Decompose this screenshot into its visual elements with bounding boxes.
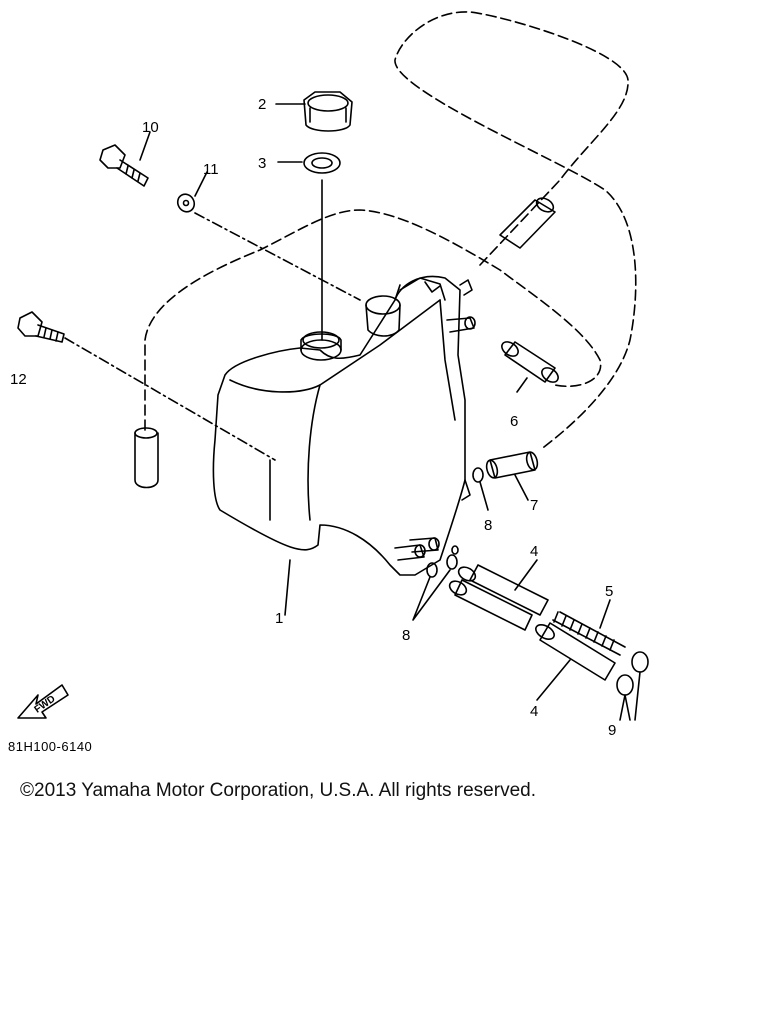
leader-8a [479, 481, 489, 511]
callout-11: 11 [203, 161, 219, 178]
callout-4b: 4 [530, 703, 538, 720]
leader-6 [516, 377, 528, 393]
hose-upper-piece [499, 197, 556, 249]
leader-11b [194, 171, 208, 197]
leader-5 [599, 599, 611, 629]
leader-4a [514, 559, 538, 591]
leader-7 [514, 474, 529, 501]
part-3-gasket [303, 152, 341, 174]
part-8-clips [426, 467, 484, 578]
part-10-bolt [99, 144, 149, 187]
part-2-cap [303, 91, 353, 132]
callout-8a: 8 [484, 517, 492, 534]
callout-6: 6 [510, 413, 518, 430]
part-5-spring [552, 611, 626, 656]
callout-7: 7 [530, 497, 538, 514]
hose-loop-upper [394, 11, 637, 451]
leader-11 [194, 212, 361, 301]
part-11-washer [176, 193, 196, 213]
callout-4a: 4 [530, 543, 538, 560]
callout-9: 9 [608, 722, 616, 739]
callout-10: 10 [142, 119, 159, 136]
copyright-text: ©2013 Yamaha Motor Corporation, U.S.A. A… [20, 780, 536, 801]
part-6-hose [501, 341, 559, 383]
parts-diagram: 1 2 3 4 4 5 6 7 8 8 9 10 11 12 FWD [10, 11, 649, 739]
fwd-arrow-icon [17, 684, 69, 719]
hose-left [134, 427, 159, 489]
leader-12 [64, 337, 276, 461]
leader-8b [412, 569, 451, 621]
part-9-clips [616, 651, 649, 721]
callout-2: 2 [258, 96, 266, 113]
callout-12: 12 [10, 371, 27, 388]
callout-1: 1 [275, 610, 283, 627]
part-12-bolt [17, 311, 65, 343]
part-4-hose-lower [535, 622, 616, 681]
part-7-hose [485, 451, 539, 479]
oil-tank [212, 275, 476, 576]
hose-loop-back [144, 209, 602, 431]
part-code: 81H100-6140 [8, 739, 93, 754]
callout-5: 5 [605, 583, 613, 600]
leader-4b [536, 659, 571, 701]
callout-8b: 8 [402, 627, 410, 644]
part-4-hose-upper [448, 564, 549, 631]
leader-10 [139, 131, 151, 161]
leader-1 [284, 559, 291, 616]
callout-3: 3 [258, 155, 266, 172]
